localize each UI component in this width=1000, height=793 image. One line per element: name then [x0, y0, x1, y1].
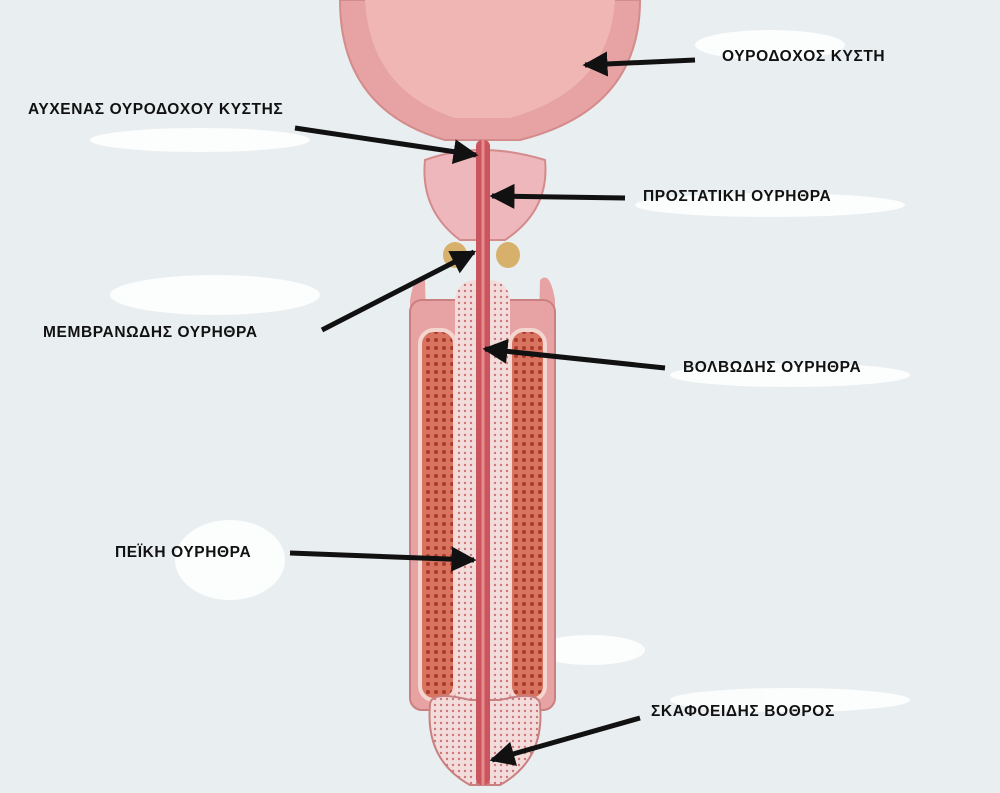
arrow-prostatic-urethra — [489, 183, 626, 209]
arrow-bulbar-urethra — [482, 338, 666, 371]
erased-marks — [90, 30, 910, 712]
arrow-bladder-neck — [294, 125, 479, 165]
label-bladder: ΟΥΡΟΔΟΧΟΣ ΚΥΣΤΗ — [722, 48, 886, 65]
arrow-navicular-fossa — [489, 715, 641, 766]
arrow-membranous-urethra — [320, 249, 477, 333]
label-membranous-urethra: ΜΕΜΒΡΑΝΩΔΗΣ ΟΥΡΗΘΡΑ — [43, 324, 258, 341]
bladder — [338, 0, 642, 141]
arrow-penile-urethra — [289, 546, 477, 572]
label-bulbar-urethra: ΒΟΛΒΩΔΗΣ ΟΥΡΗΘΡΑ — [683, 359, 862, 376]
arrow-bladder — [582, 51, 696, 77]
label-prostatic-urethra: ΠΡΟΣΤΑΤΙΚΗ ΟΥΡΗΘΡΑ — [643, 188, 832, 205]
label-penile-urethra: ΠΕΪΚΗ ΟΥΡΗΘΡΑ — [115, 544, 252, 561]
label-navicular-fossa: ΣΚΑΦΟΕΙΔΗΣ ΒΟΘΡΟΣ — [651, 703, 835, 720]
label-bladder-neck: ΑΥΧΕΝΑΣ ΟΥΡΟΔΟΧΟΥ ΚΥΣΤΗΣ — [28, 101, 284, 118]
